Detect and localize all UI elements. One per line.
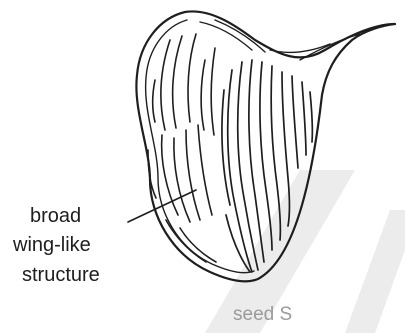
wing-veins (148, 34, 216, 262)
wing-label-line1: broad (30, 203, 81, 229)
seed-caption: seed S (233, 302, 292, 328)
label-pointer-line (128, 190, 196, 222)
wing-label-line3: structure (22, 262, 100, 288)
wing-label-line2: wing-like (13, 232, 91, 258)
